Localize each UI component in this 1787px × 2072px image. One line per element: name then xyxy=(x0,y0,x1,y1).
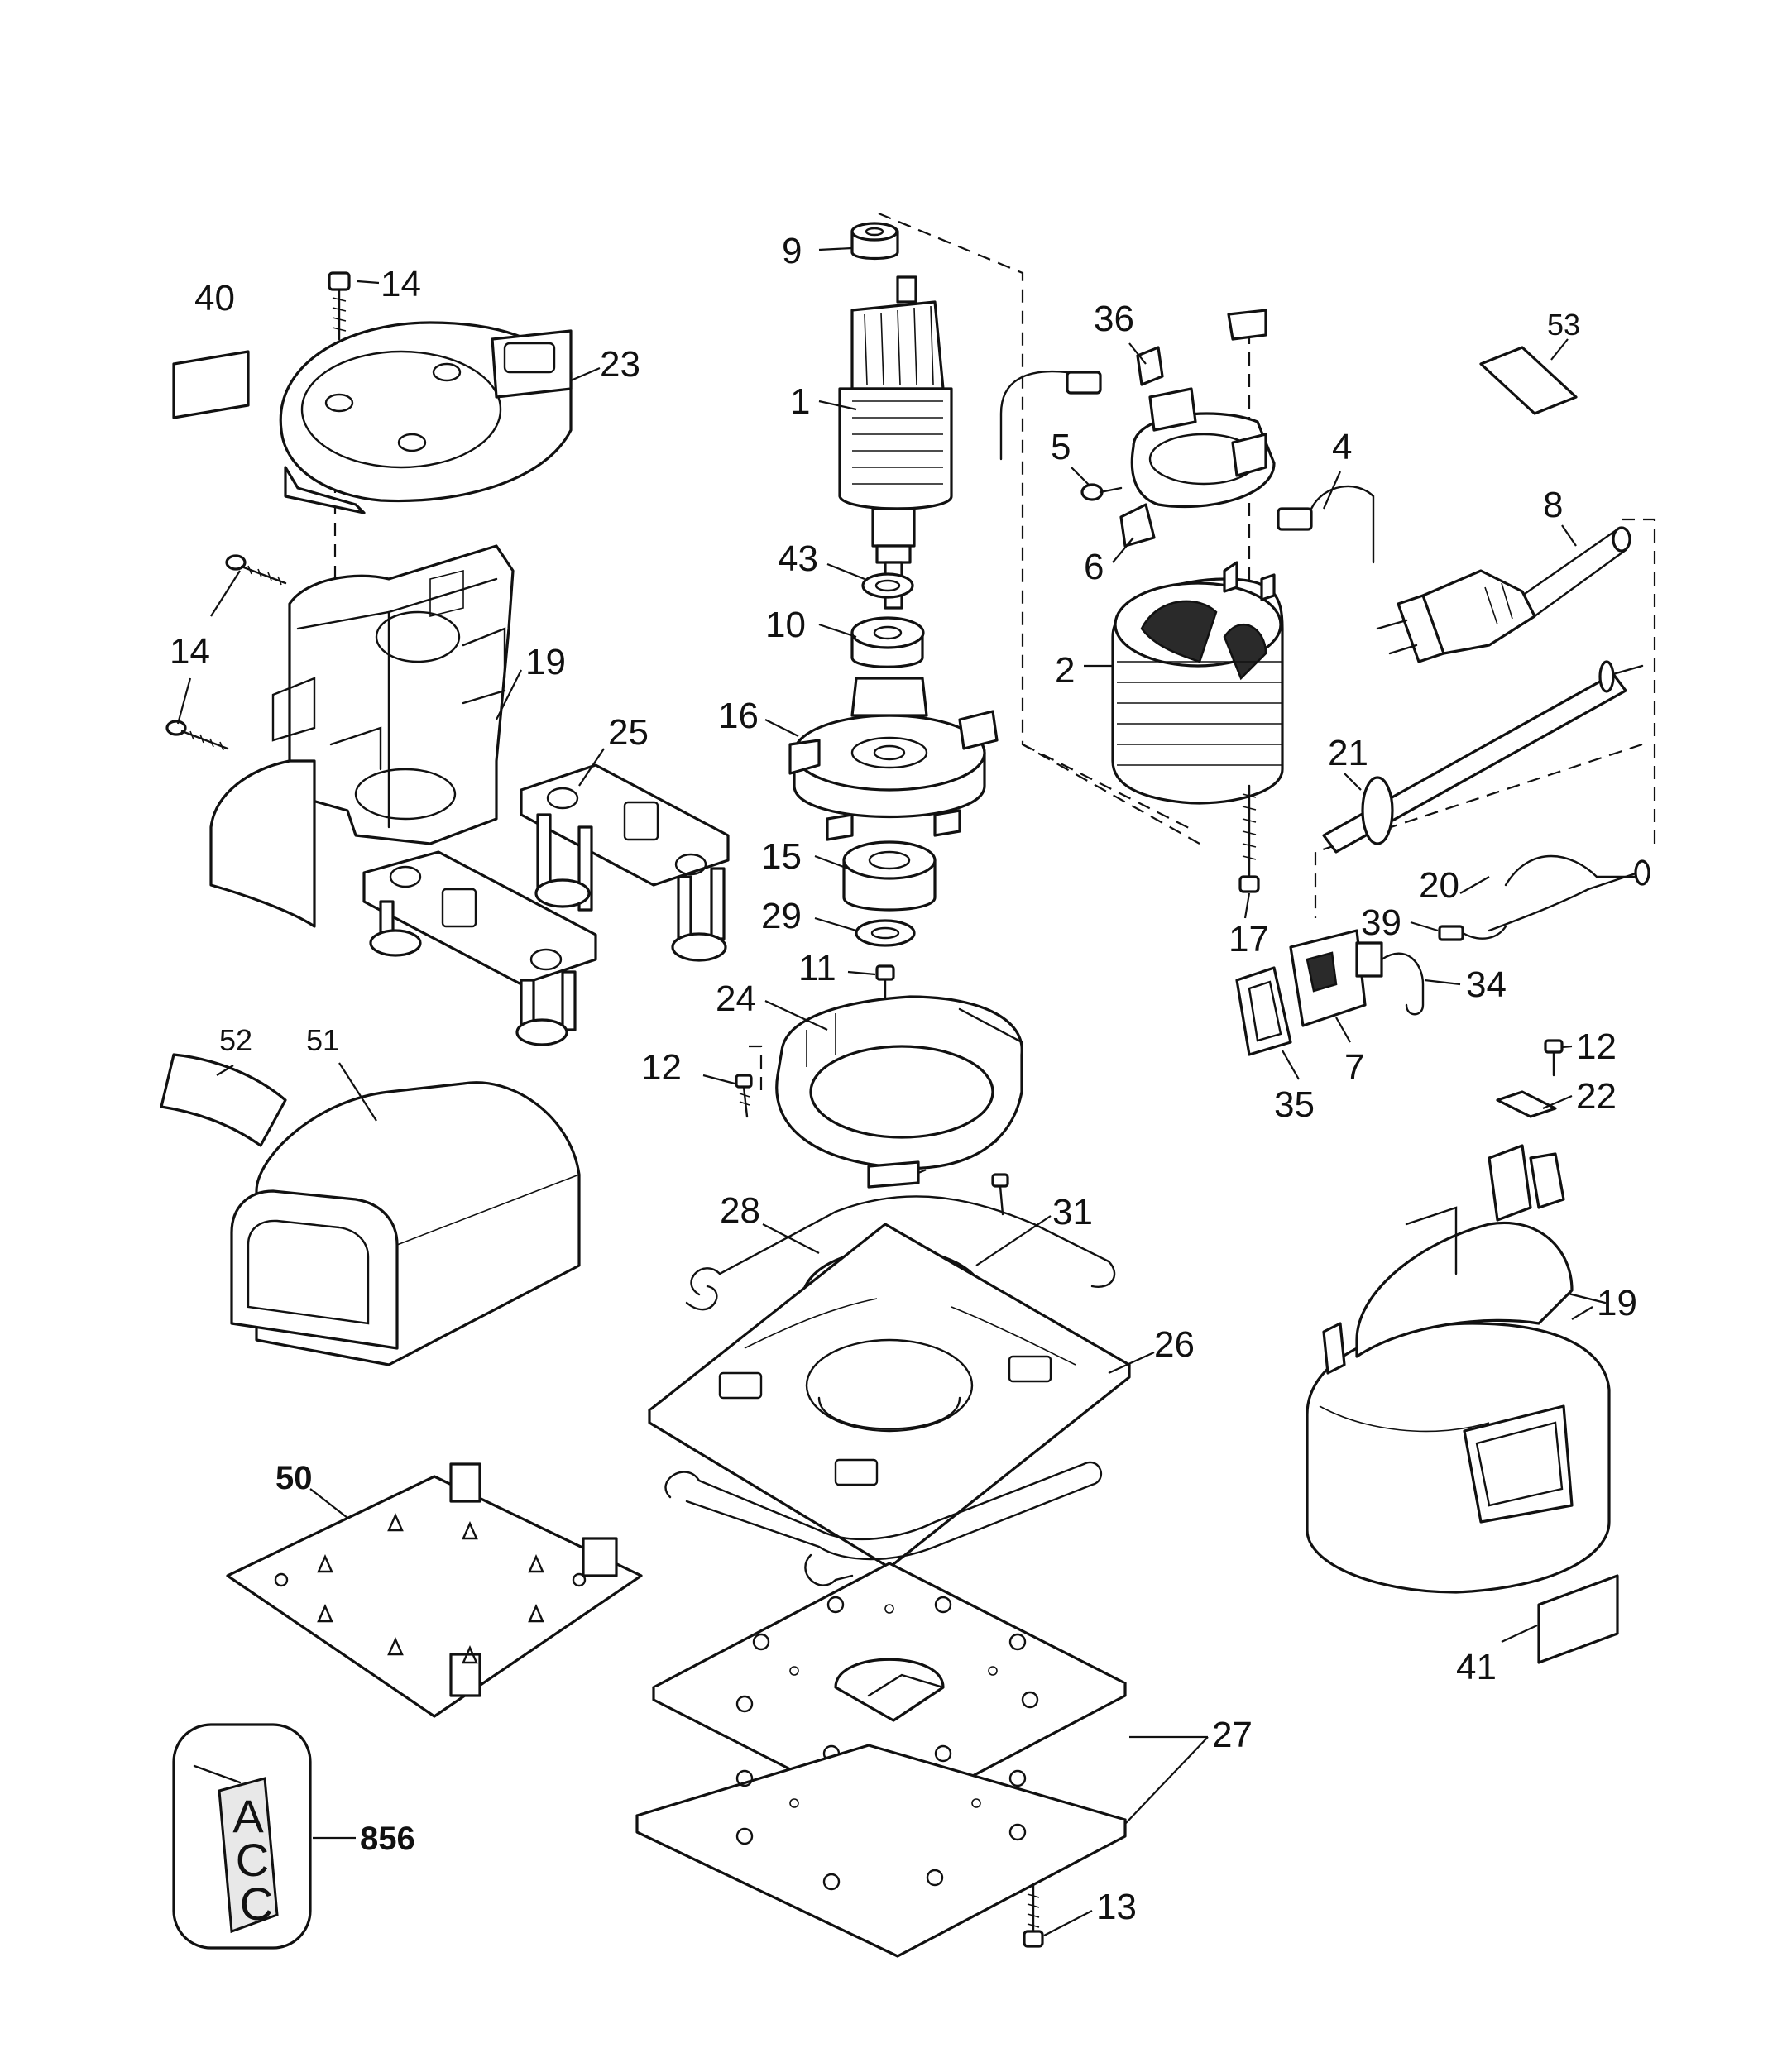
part-26-base-plate xyxy=(648,1223,1131,1569)
callout-5: 5 xyxy=(1051,427,1071,467)
leader-lines xyxy=(176,246,1593,1936)
tag-letter-3: C xyxy=(240,1878,273,1930)
part-50-pad-plate xyxy=(226,1462,643,1718)
callout-43: 43 xyxy=(778,538,818,579)
part-36-brush-cap xyxy=(1136,309,1267,386)
callout-10: 10 xyxy=(765,605,806,645)
part-2-field xyxy=(1111,561,1284,805)
part-23-top-cover xyxy=(279,321,573,514)
part-34-switch-lead xyxy=(1380,952,1425,1016)
callout-19-left: 19 xyxy=(525,642,566,682)
callout-20: 20 xyxy=(1419,865,1459,906)
callout-14-top: 14 xyxy=(381,264,421,304)
part-5-screw xyxy=(1080,483,1123,501)
part-28-spring-upper xyxy=(685,1195,1116,1311)
callout-25: 25 xyxy=(608,712,649,753)
callout-2: 2 xyxy=(1055,650,1075,691)
callout-15: 15 xyxy=(761,836,802,877)
part-17-screw xyxy=(1238,784,1260,893)
part-bracket-lower xyxy=(362,850,597,1046)
callouts: 9 1 43 10 16 15 29 11 24 12 28 31 26 27 … xyxy=(170,231,1637,1927)
callout-23: 23 xyxy=(600,344,640,385)
callout-35: 35 xyxy=(1274,1084,1315,1125)
pad-lower-holes xyxy=(735,1769,1027,1891)
callout-34: 34 xyxy=(1466,964,1507,1005)
callout-21: 21 xyxy=(1328,733,1368,773)
part-19-housing-right xyxy=(1306,1144,1611,1594)
part-856-tag: A C C xyxy=(172,1723,312,1950)
part-51-dust-bag xyxy=(230,1081,581,1366)
part-53-label xyxy=(1479,346,1578,415)
part-24-baffle xyxy=(775,995,1023,1189)
part-39-terminal xyxy=(1438,925,1507,941)
part-43-washer xyxy=(861,572,914,599)
tag-letter-2: C xyxy=(236,1834,269,1886)
callout-9: 9 xyxy=(782,231,802,271)
callout-52: 52 xyxy=(219,1023,252,1057)
callout-856: 856 xyxy=(360,1821,415,1857)
part-19-housing-left xyxy=(209,544,515,928)
callout-7: 7 xyxy=(1344,1047,1364,1088)
part-13-screw xyxy=(1023,1884,1044,1948)
callout-16: 16 xyxy=(718,696,759,736)
part-screw-baffle-right xyxy=(991,1173,1009,1216)
part-14-screw-top xyxy=(328,271,351,341)
callout-12-right: 12 xyxy=(1576,1026,1617,1067)
callout-40: 40 xyxy=(194,278,235,318)
part-10-bearing xyxy=(850,616,925,668)
part-52-label xyxy=(160,1053,287,1147)
part-12-screw-right xyxy=(1544,1039,1564,1077)
callout-50: 50 xyxy=(275,1460,313,1496)
part-8-plug-cord xyxy=(1376,526,1631,663)
part-16-fan xyxy=(788,677,999,841)
callout-29: 29 xyxy=(761,896,802,936)
pad-plate-spikes xyxy=(317,1513,544,1664)
part-35-switch-cover xyxy=(1235,966,1292,1056)
part-20-cord-lead xyxy=(1488,854,1650,932)
callout-14-left: 14 xyxy=(170,631,210,672)
callout-28: 28 xyxy=(720,1190,760,1231)
part-1-armature xyxy=(838,275,953,610)
callout-6: 6 xyxy=(1084,547,1104,587)
part-29-washer xyxy=(855,919,916,947)
part-14-screws-left xyxy=(165,554,287,751)
callout-11: 11 xyxy=(798,948,836,988)
callout-24: 24 xyxy=(716,979,756,1019)
part-40-label xyxy=(172,350,250,419)
part-6-brush-holder xyxy=(1119,387,1276,548)
part-21-cord-protector xyxy=(1322,660,1644,854)
callout-8: 8 xyxy=(1543,485,1563,525)
callout-4: 4 xyxy=(1332,427,1352,467)
callout-26: 26 xyxy=(1154,1324,1195,1365)
part-11-screw xyxy=(875,964,895,1003)
part-22-clamp xyxy=(1496,1090,1557,1118)
callout-27: 27 xyxy=(1212,1715,1253,1755)
part-27-pad-lower xyxy=(635,1744,1127,1958)
callout-51: 51 xyxy=(306,1023,339,1057)
callout-1: 1 xyxy=(790,381,810,422)
callout-17: 17 xyxy=(1229,919,1269,959)
part-25-bracket-upper xyxy=(520,763,730,962)
part-brush-lead-left xyxy=(999,370,1102,461)
part-7-switch xyxy=(1289,929,1383,1027)
part-41-label xyxy=(1537,1574,1619,1664)
callout-13: 13 xyxy=(1096,1887,1137,1927)
part-28-spring-lower xyxy=(664,1461,1102,1586)
callout-12-center: 12 xyxy=(641,1047,682,1088)
callout-41: 41 xyxy=(1456,1647,1497,1687)
callout-22: 22 xyxy=(1576,1076,1617,1117)
callout-31: 31 xyxy=(1052,1192,1093,1232)
part-12-screw-center xyxy=(735,1074,753,1118)
callout-39: 39 xyxy=(1361,902,1401,943)
callout-36: 36 xyxy=(1094,299,1134,339)
callout-19-right: 19 xyxy=(1597,1283,1637,1323)
part-9-bearing-cap xyxy=(850,222,899,261)
callout-53: 53 xyxy=(1547,308,1580,342)
tag-letter-1: A xyxy=(232,1790,264,1842)
part-4-brush-lead-right xyxy=(1277,485,1375,564)
part-15-bearing xyxy=(842,840,937,912)
